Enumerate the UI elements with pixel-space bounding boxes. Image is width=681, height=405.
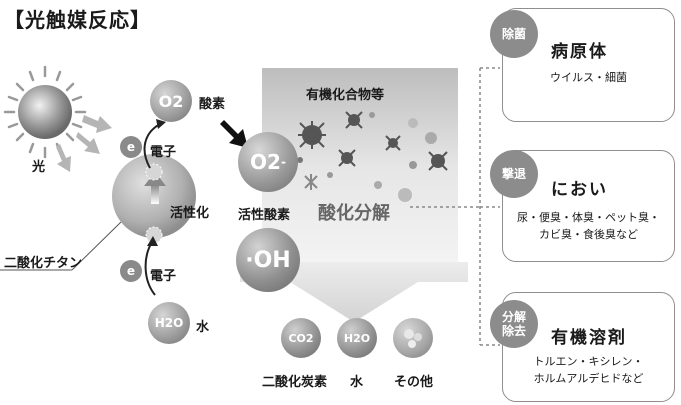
panel-solvents-desc-1: トルエン・キシレン・ [533, 355, 644, 368]
co2-label: 二酸化炭素 [262, 375, 328, 390]
superoxide-symbol: O2 [250, 150, 281, 174]
water-molecule: H2O [148, 302, 190, 344]
bacteria-icons [297, 111, 448, 202]
particles-icon [404, 329, 422, 348]
panel-solvents-title: 有機溶剤 [551, 328, 627, 348]
other-products-icon [393, 318, 433, 358]
light-arrows [56, 115, 112, 172]
electron-top-icon: e [120, 136, 142, 158]
badge-sterilize: 除菌 [490, 10, 538, 58]
tio2-label: 二酸化チタン [4, 256, 83, 271]
badge-decompose: 分解 除去 [490, 300, 538, 348]
h2o-product-label: 水 [350, 375, 364, 390]
activation-label: 活性化 [170, 206, 210, 221]
diagram-title: 【光触媒反応】 [4, 8, 151, 32]
light-label: 光 [32, 160, 46, 175]
panel-pathogens-title: 病原体 [551, 42, 608, 62]
panel-odor-title: におい [551, 180, 608, 200]
badge-repel: 撃退 [490, 150, 538, 198]
organics-label: 有機化合物等 [306, 88, 385, 103]
panel-solvents-desc-2: ホルムアルデヒドなど [533, 372, 644, 385]
panel-pathogens-desc: ウイルス・細菌 [550, 71, 627, 84]
h2o-product-molecule: H2O [337, 318, 377, 358]
badge-decompose-text-2: 除去 [501, 324, 526, 338]
oxygen-molecule: O2 [150, 80, 192, 122]
panel-odor-desc-1: 尿・便臭・体臭・ペット臭・ [517, 211, 660, 224]
products-funnel [240, 262, 468, 322]
electron-bottom-label: 電子 [150, 269, 177, 284]
hydroxyl-sphere: ·OH [236, 228, 300, 292]
oxidation-label: 酸化分解 [318, 203, 390, 224]
badge-repel-text: 撃退 [501, 167, 526, 181]
other-products-label: その他 [394, 375, 434, 390]
superoxide-charge: - [280, 155, 286, 169]
badge-decompose-text-1: 分解 [501, 310, 526, 324]
panel-odor-desc-2: カビ臭・食後臭など [539, 228, 638, 241]
electron-top-label: 電子 [150, 145, 177, 160]
active-oxygen-label: 活性酸素 [238, 208, 291, 223]
badge-sterilize-text: 除菌 [501, 27, 526, 41]
superoxide-sphere: O2- [238, 132, 298, 192]
electron-bottom-icon: e [120, 260, 142, 282]
sun-icon [3, 65, 87, 159]
water-label: 水 [196, 320, 210, 335]
co2-molecule: CO2 [281, 318, 321, 358]
panel-connectors [410, 67, 500, 346]
oxygen-label: 酸素 [199, 97, 226, 112]
